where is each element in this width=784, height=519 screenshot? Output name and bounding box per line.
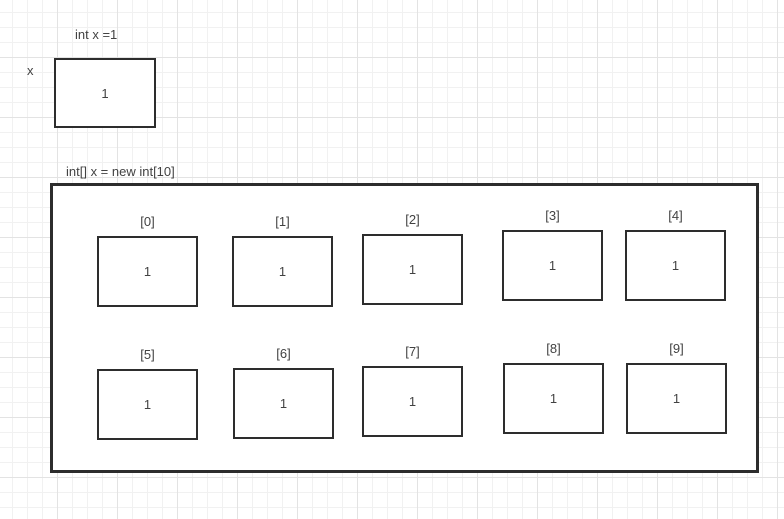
array-declaration-label: int[] x = new int[10] [66, 164, 175, 179]
array-cell-7-index-label: [7] [405, 344, 420, 359]
scalar-value: 1 [101, 85, 109, 101]
array-cell-2-index-label: [2] [405, 212, 420, 227]
array-container-box[interactable]: [0] 1 [1] 1 [2] 1 [3] 1 [4] 1 [5] 1 [6] … [50, 183, 759, 473]
array-cell-4[interactable]: [4] 1 [625, 208, 726, 301]
array-cell-6-value: 1 [279, 396, 288, 411]
array-cell-3-index-label: [3] [545, 208, 560, 223]
array-cell-1-value: 1 [278, 264, 287, 279]
array-cell-6[interactable]: [6] 1 [233, 346, 334, 439]
array-cell-9-value: 1 [672, 391, 681, 406]
array-cell-7[interactable]: [7] 1 [362, 344, 463, 437]
array-cell-9-index-label: [9] [669, 341, 684, 356]
array-cell-1-index-label: [1] [275, 214, 290, 229]
array-cell-5-value: 1 [143, 397, 152, 412]
array-cell-8[interactable]: [8] 1 [503, 341, 604, 434]
array-cell-7-value: 1 [408, 394, 417, 409]
array-cell-5-index-label: [5] [140, 347, 155, 362]
array-cell-2[interactable]: [2] 1 [362, 212, 463, 305]
scalar-declaration-label: int x =1 [75, 27, 118, 42]
array-cell-1[interactable]: [1] 1 [232, 214, 333, 307]
array-cell-9[interactable]: [9] 1 [626, 341, 727, 434]
array-cell-2-value: 1 [408, 262, 417, 277]
array-cell-4-value: 1 [671, 258, 680, 273]
array-cell-6-index-label: [6] [276, 346, 291, 361]
array-cell-3-value: 1 [548, 258, 557, 273]
array-cell-8-value: 1 [549, 391, 558, 406]
scalar-variable-name-label: x [27, 63, 34, 78]
array-cell-4-index-label: [4] [668, 208, 683, 223]
array-cell-0[interactable]: [0] 1 [97, 214, 198, 307]
array-cell-8-index-label: [8] [546, 341, 561, 356]
scalar-value-box[interactable]: 1 [54, 58, 156, 128]
array-cell-0-index-label: [0] [140, 214, 155, 229]
array-cell-0-value: 1 [143, 264, 152, 279]
array-cell-5[interactable]: [5] 1 [97, 347, 198, 440]
array-cell-3[interactable]: [3] 1 [502, 208, 603, 301]
